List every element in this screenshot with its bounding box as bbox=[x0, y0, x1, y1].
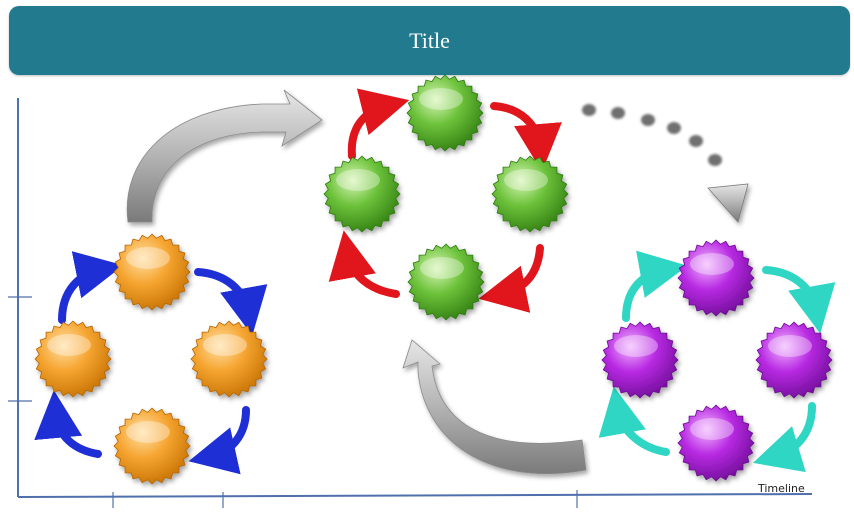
x-axis-label: Timeline bbox=[758, 482, 805, 495]
cycle-arrow bbox=[753, 402, 816, 473]
cycle-arrow bbox=[347, 88, 410, 160]
cycle-arrow bbox=[490, 102, 562, 172]
cycle-node bbox=[755, 321, 833, 399]
cycle-arrow bbox=[194, 268, 268, 336]
green-cycle-nodes bbox=[323, 74, 569, 321]
cycle-arrow bbox=[58, 251, 124, 324]
cycle-arrow bbox=[478, 244, 544, 313]
cycle-node bbox=[677, 239, 755, 317]
cycle-node bbox=[677, 404, 755, 482]
cycle-node bbox=[491, 155, 569, 233]
cycle-node bbox=[113, 407, 191, 485]
cycle-node bbox=[601, 321, 679, 399]
cycle-arrow bbox=[622, 250, 688, 322]
cycle-arrow bbox=[328, 230, 400, 298]
purple-cycle-arrows bbox=[598, 250, 836, 473]
cycle-node bbox=[113, 233, 191, 311]
cycle-node bbox=[407, 243, 485, 321]
cycle-arrow bbox=[188, 406, 250, 475]
purple-cycle-nodes bbox=[601, 239, 833, 482]
cycle-arrow bbox=[598, 386, 670, 456]
x-axis bbox=[17, 493, 813, 498]
cycle-node bbox=[34, 320, 112, 398]
transition-arrow-back bbox=[402, 339, 587, 474]
transition-arrow-up bbox=[126, 89, 323, 223]
cycle-arrow bbox=[34, 390, 102, 458]
green-cycle-arrows bbox=[328, 88, 562, 313]
axes bbox=[8, 98, 813, 508]
cycle-node bbox=[406, 74, 484, 152]
cycle-node bbox=[190, 320, 268, 398]
orange-cycle-arrows bbox=[34, 251, 268, 475]
dotted-transition-arrow bbox=[582, 104, 749, 223]
page-title: Title bbox=[409, 27, 450, 53]
orange-cycle-nodes bbox=[34, 233, 268, 485]
cycle-node bbox=[323, 155, 401, 233]
title-bar: Title bbox=[9, 6, 850, 75]
cycle-arrow bbox=[762, 266, 836, 334]
